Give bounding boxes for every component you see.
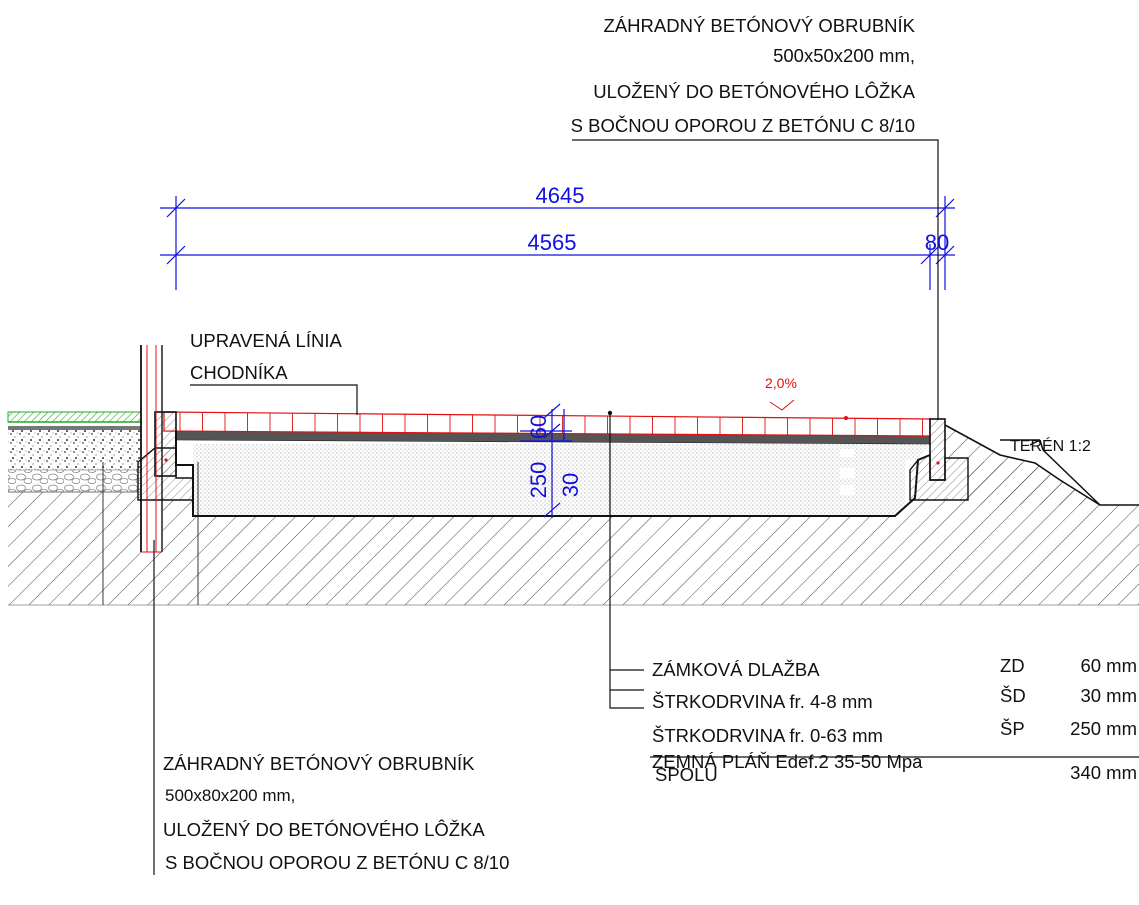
- sidewalk-line-2: CHODNÍKA: [190, 362, 288, 383]
- dimension-inner: 4565: [528, 230, 577, 255]
- layer-thickness-1: 60 mm: [1080, 655, 1137, 676]
- dimension-lines: [160, 196, 955, 518]
- left-curb: [137, 345, 194, 553]
- subsoil: [8, 424, 1139, 606]
- bottom-curb-line-3: ULOŽENÝ DO BETÓNOVÉHO LÔŽKA: [163, 819, 485, 840]
- layer-name-3: ŠTRKODRVINA fr. 0-63 mm: [652, 725, 883, 746]
- layer-code-3: ŠP: [1000, 718, 1025, 739]
- total-value: 340 mm: [1070, 762, 1137, 783]
- top-curb-line-1: ZÁHRADNÝ BETÓNOVÝ OBRUBNÍK: [604, 15, 916, 36]
- right-curb: [840, 416, 969, 501]
- left-existing-layers: [7, 411, 199, 605]
- top-curb-line-3: ULOŽENÝ DO BETÓNOVÉHO LÔŽKA: [593, 81, 915, 102]
- bottom-curb-line-1: ZÁHRADNÝ BETÓNOVÝ OBRUBNÍK: [163, 753, 475, 774]
- bottom-curb-line-4: S BOČNOU OPOROU Z BETÓNU C 8/10: [165, 852, 509, 873]
- subgrade-label: ZEMNÁ PLÁŇ Edef.2 35-50 Mpa: [652, 751, 923, 772]
- dimension-paving: 60: [526, 415, 551, 439]
- layer-thickness-3: 250 mm: [1070, 718, 1137, 739]
- layer-name-2: ŠTRKODRVINA fr. 4-8 mm: [652, 691, 873, 712]
- dimension-total-depth: 250: [526, 462, 551, 499]
- layer-code-1: ZD: [1000, 655, 1025, 676]
- total-label: SPOLU: [655, 764, 718, 785]
- top-curb-line-2: 500x50x200 mm,: [773, 45, 915, 66]
- layer-name-1: ZÁMKOVÁ DLAŽBA: [652, 659, 820, 680]
- leader-lines: [153, 139, 1139, 875]
- slope-label: 2,0%: [765, 375, 797, 391]
- dimension-curb: 80: [925, 230, 949, 255]
- dimension-bedding: 30: [558, 473, 583, 497]
- layer-code-2: ŠD: [1000, 685, 1026, 706]
- top-curb-line-4: S BOČNOU OPOROU Z BETÓNU C 8/10: [571, 115, 915, 136]
- layer-thickness-2: 30 mm: [1080, 685, 1137, 706]
- sidewalk-line-1: UPRAVENÁ LÍNIA: [190, 330, 342, 351]
- dimension-overall: 4645: [536, 183, 585, 208]
- terrain-label: TERÉN 1:2: [1010, 436, 1091, 455]
- bottom-curb-line-2: 500x80x200 mm,: [165, 786, 295, 805]
